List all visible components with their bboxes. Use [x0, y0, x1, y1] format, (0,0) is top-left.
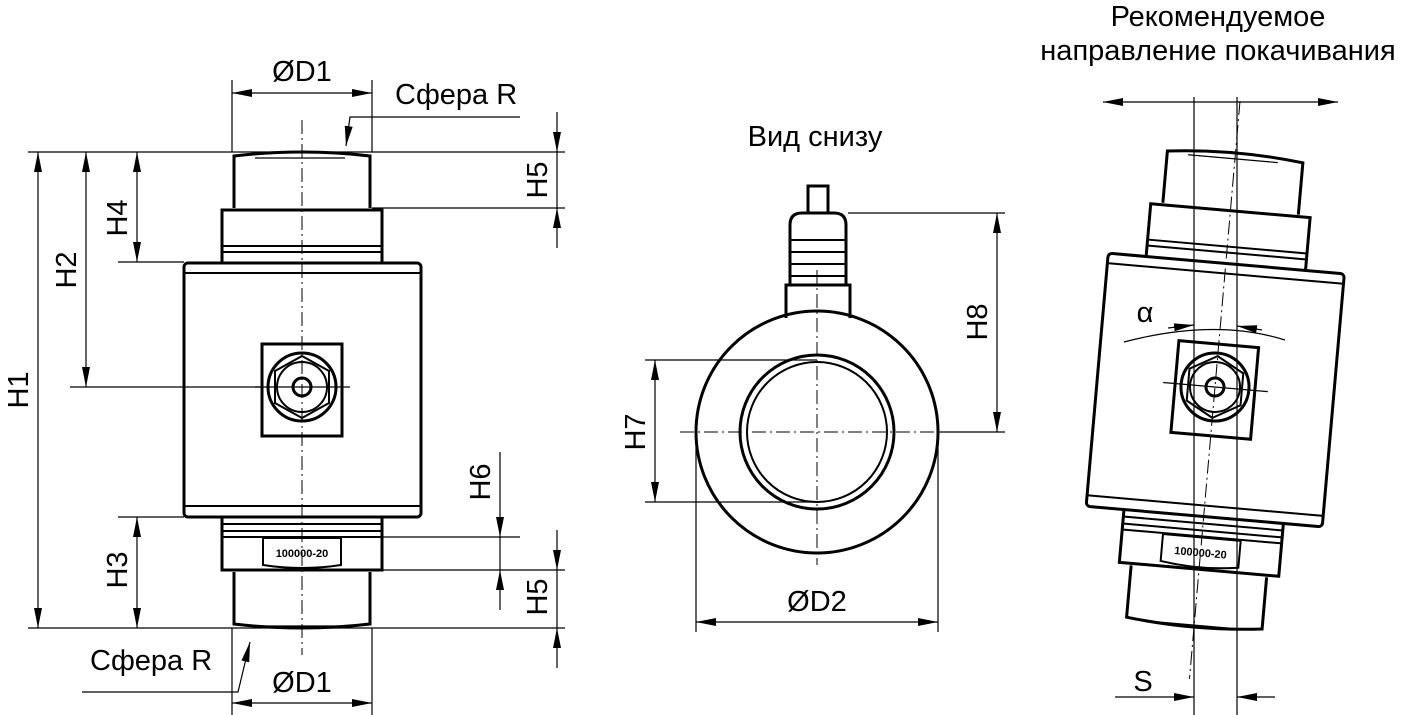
h6-label: H6	[465, 463, 497, 500]
sphere-bottom-leader	[82, 641, 251, 693]
side-marking-label: 100000-20	[1174, 545, 1227, 562]
h5-top-label: H5	[522, 161, 554, 198]
s-label: S	[1133, 666, 1152, 698]
h7-label: H7	[620, 413, 652, 450]
rocking-title-line1: Рекомендуемое	[1111, 1, 1326, 33]
h3-label: H3	[102, 551, 134, 588]
d1-bottom-label: ØD1	[272, 667, 332, 699]
sphere-bottom-label: Сфера R	[90, 645, 212, 677]
rocking-title-line2: направление покачивания	[1040, 35, 1395, 67]
sphere-top-label: Сфера R	[395, 79, 517, 111]
h8-label: H8	[962, 303, 994, 340]
alpha-label: α	[1137, 297, 1154, 329]
front-view: 100000-20	[3, 56, 565, 715]
h1-label: H1	[3, 371, 35, 408]
angle-arc	[1123, 328, 1286, 343]
h2-label: H2	[51, 251, 83, 288]
tilted-sensor-body: 100000-20	[1084, 101, 1346, 679]
bottom-view: Вид снизу H8 H7 ØD2	[620, 121, 1005, 632]
d1-top-label: ØD1	[272, 56, 332, 88]
h5-bottom-label: H5	[522, 578, 554, 615]
marking-plate	[262, 537, 342, 569]
d2-label: ØD2	[787, 586, 847, 618]
bottom-view-title: Вид снизу	[748, 121, 883, 153]
h4-label: H4	[102, 199, 134, 236]
cable-gland	[788, 211, 848, 285]
sphere-top-leader	[344, 116, 520, 147]
side-view: Рекомендуемое направление покачивания 10…	[1040, 1, 1396, 715]
extension-lines	[28, 80, 565, 715]
gland-base	[784, 283, 852, 318]
cable-stub	[806, 184, 830, 215]
